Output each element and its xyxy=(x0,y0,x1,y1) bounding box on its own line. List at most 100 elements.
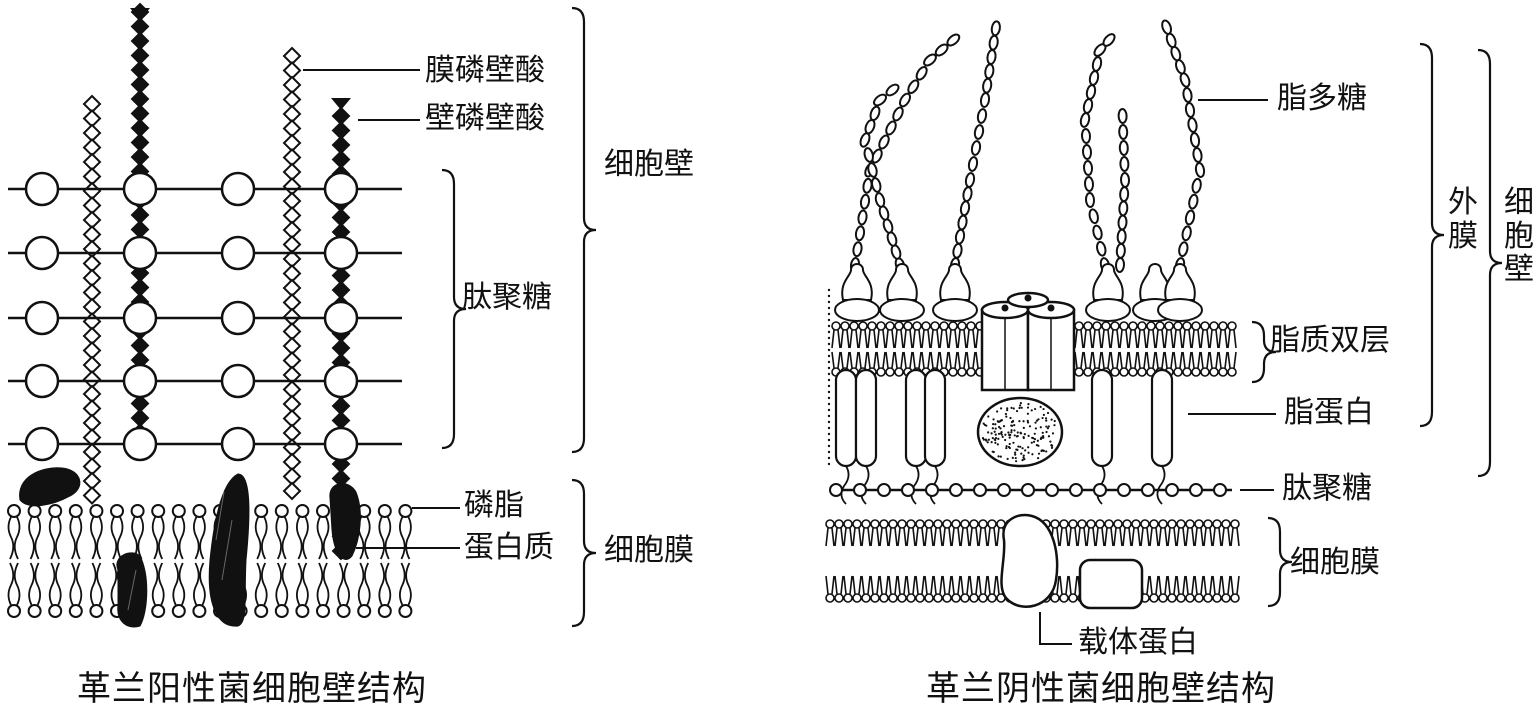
brace-cell-membrane-right xyxy=(1267,516,1293,608)
peptidoglycan-unit xyxy=(323,363,359,399)
phospholipid xyxy=(398,562,413,618)
lps-core xyxy=(939,263,971,301)
lipoprotein xyxy=(854,368,878,468)
peptidoglycan-unit xyxy=(1069,483,1083,497)
lps-chain-4 xyxy=(1079,33,1116,273)
label-lipopolysaccharide: 脂多糖 xyxy=(1277,81,1367,116)
membrane-protein xyxy=(19,467,81,507)
peptidoglycan-unit xyxy=(323,300,359,336)
brace-peptidoglycan-left xyxy=(441,168,467,450)
peptidoglycan-unit xyxy=(122,300,158,336)
label-lipoprotein: 脂蛋白 xyxy=(1284,395,1374,430)
lps-lipid-head xyxy=(834,298,880,322)
edge-dot xyxy=(827,360,831,364)
label-cell-membrane-right: 细胞膜 xyxy=(1290,545,1380,580)
lps-chain-3 xyxy=(949,20,1001,273)
phospholipid xyxy=(7,562,21,618)
membrane-protein xyxy=(1078,558,1144,610)
peptidoglycan-unit xyxy=(1117,483,1131,497)
label-peptidoglycan-left: 肽聚糖 xyxy=(462,280,552,315)
label-cell-wall-left: 细胞壁 xyxy=(604,147,694,182)
peptidoglycan-unit xyxy=(220,300,256,336)
edge-dot xyxy=(827,402,831,406)
peptidoglycan-unit xyxy=(1021,483,1035,497)
peptidoglycan-unit xyxy=(323,235,359,271)
peptidoglycan-unit xyxy=(24,426,60,462)
phospholipid xyxy=(171,562,186,618)
phospholipid xyxy=(336,562,351,618)
phospholipid xyxy=(48,504,63,560)
phospholipid xyxy=(377,504,392,560)
phospholipid xyxy=(89,504,104,560)
lps-chain-5 xyxy=(1114,108,1131,273)
phospholipid xyxy=(357,562,372,618)
peptidoglycan-unit xyxy=(877,483,891,497)
gram-positive-structure xyxy=(7,2,413,628)
lipoteichoic-acid-chain-1 xyxy=(82,94,102,505)
lps-chain-2 xyxy=(859,83,906,273)
edge-dot xyxy=(827,348,831,352)
phospholipid xyxy=(151,504,166,560)
edge-dot xyxy=(827,384,831,388)
lps-chain-6 xyxy=(1161,19,1206,273)
peptidoglycan-unit xyxy=(1189,483,1203,497)
peptidoglycan-unit xyxy=(122,235,158,271)
label-lipoteichoic-acid: 膜磷壁酸 xyxy=(425,53,545,88)
phospholipid xyxy=(48,562,63,618)
peptidoglycan-unit xyxy=(323,171,359,207)
lipoprotein xyxy=(904,368,928,468)
lps-core xyxy=(886,263,918,301)
lps-lipid-head xyxy=(932,298,978,322)
peptidoglycan-unit xyxy=(829,483,843,497)
peptidoglycan-unit xyxy=(220,235,256,271)
lipoteichoic-acid-chain-2 xyxy=(282,46,302,501)
edge-dot xyxy=(827,366,831,370)
periplasmic-protein xyxy=(976,396,1064,468)
chain-cap xyxy=(331,98,351,110)
edge-dot xyxy=(827,336,831,340)
peptidoglycan-unit xyxy=(925,483,939,497)
phospholipid xyxy=(151,562,166,618)
phospholipid xyxy=(254,504,269,560)
label-peptidoglycan-right: 肽聚糖 xyxy=(1282,471,1372,506)
brace-cell-wall-left xyxy=(571,6,597,454)
peptidoglycan-unit xyxy=(1045,483,1059,497)
lipoprotein-anchor xyxy=(1156,465,1166,505)
label-phospholipid: 磷脂 xyxy=(464,488,524,523)
phospholipid xyxy=(130,504,145,560)
membrane-protein xyxy=(329,483,361,561)
phospholipid xyxy=(68,562,83,618)
edge-dot xyxy=(827,342,831,346)
peptidoglycan-unit xyxy=(220,363,256,399)
phospholipid xyxy=(316,504,330,560)
edge-dot xyxy=(827,462,831,466)
peptidoglycan-unit xyxy=(1213,483,1227,497)
label-cell-wall-right: 细胞壁 xyxy=(1504,185,1534,288)
caption-gram-positive: 革兰阳性菌细胞壁结构 xyxy=(77,669,427,709)
lipoprotein-anchor xyxy=(840,465,850,505)
lps-core xyxy=(841,263,873,301)
lipoprotein xyxy=(1150,368,1174,468)
edge-dot xyxy=(827,438,831,442)
lipoprotein-anchor xyxy=(910,465,920,505)
peptidoglycan-unit xyxy=(949,483,963,497)
edge-dot xyxy=(827,306,831,310)
edge-dot xyxy=(827,456,831,460)
edge-dot xyxy=(827,450,831,454)
phospholipid xyxy=(398,504,413,560)
peptidoglycan-unit xyxy=(1141,483,1155,497)
edge-dot xyxy=(827,414,831,418)
phospholipid xyxy=(377,562,392,618)
protein-hatch xyxy=(215,491,225,541)
edge-dot xyxy=(827,420,831,424)
edge-dot xyxy=(827,324,831,328)
lipoprotein xyxy=(923,368,947,468)
brace-lipid-bilayer xyxy=(1251,320,1277,384)
edge-dot xyxy=(827,312,831,316)
peptidoglycan-unit xyxy=(122,363,158,399)
peptidoglycan-unit xyxy=(1093,483,1107,497)
brace-outer-membrane xyxy=(1419,42,1445,428)
protein-hatch xyxy=(221,519,233,581)
